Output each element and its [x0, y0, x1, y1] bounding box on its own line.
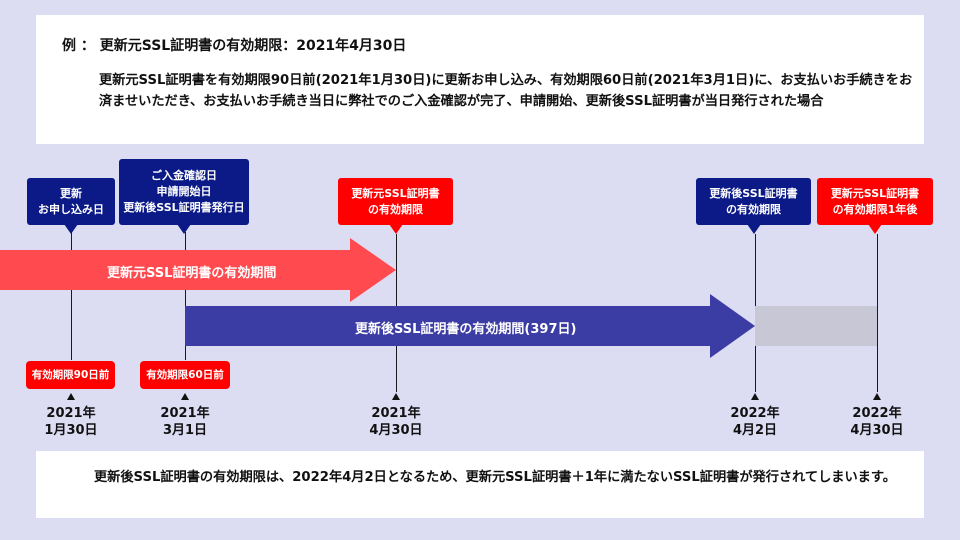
- example-panel: 例 ： 更新元SSL証明書の有効期限：2021年4月30日 更新元SSL証明書を…: [36, 15, 924, 144]
- new-cert-period-arrow: [185, 294, 755, 358]
- new-expiry-callout-line2: の有効期限: [726, 202, 781, 216]
- payment-confirm-callout-line2: 申請開始日: [156, 185, 212, 198]
- old-expiry-plus-one-callout-line2: の有効期限1年後: [832, 202, 918, 216]
- marker-jan30: [67, 393, 75, 400]
- date-2021-04-30: 2021年 4月30日: [356, 405, 436, 439]
- apply-date-callout-line2: お申し込み日: [38, 202, 104, 216]
- old-cert-period-label: 更新元SSL証明書の有効期間: [107, 266, 277, 281]
- marker-apr30-2022: [873, 393, 881, 400]
- new-cert-period-label: 更新後SSL証明書の有効期間(397日): [355, 322, 577, 337]
- old-expiry-plus-one-callout-line1: 更新元SSL証明書: [830, 186, 920, 200]
- note-panel: 更新後SSL証明書の有効期限は、2022年4月2日となるため、更新元SSL証明書…: [36, 451, 924, 518]
- date-2021-01-30: 2021年 1月30日: [31, 405, 111, 439]
- old-expiry-callout-line1: 更新元SSL証明書: [351, 186, 440, 200]
- new-expiry-callout-line1: 更新後SSL証明書: [709, 186, 798, 200]
- date-2022-04-30-day: 4月30日: [850, 423, 904, 438]
- date-2021-03-01: 2021年 3月1日: [145, 405, 225, 439]
- apply-date-callout: 更新 お申し込み日: [27, 178, 115, 234]
- marker-apr30-2021: [392, 393, 400, 400]
- marker-mar1: [181, 393, 189, 400]
- date-2021-04-30-year: 2021年: [371, 406, 421, 421]
- date-2022-04-02-year: 2022年: [730, 406, 780, 421]
- date-2021-04-30-day: 4月30日: [369, 423, 423, 438]
- date-2021-03-01-day: 3月1日: [162, 423, 208, 438]
- days-60-before-pill: 有効期限60日前: [140, 361, 230, 389]
- timeline-line-jan30: [71, 232, 72, 360]
- date-2022-04-02: 2022年 4月2日: [715, 405, 795, 439]
- date-2021-01-30-year: 2021年: [46, 406, 96, 421]
- payment-confirm-callout: ご入金確認日 申請開始日 更新後SSL証明書発行日: [119, 159, 249, 234]
- date-2022-04-30: 2022年 4月30日: [837, 405, 917, 439]
- date-2021-03-01-year: 2021年: [160, 406, 210, 421]
- example-description: 更新元SSL証明書を有効期限90日前(2021年1月30日)に更新お申し込み、有…: [99, 73, 913, 109]
- example-heading: 例 ： 更新元SSL証明書の有効期限：2021年4月30日: [62, 38, 407, 54]
- date-2021-01-30-day: 1月30日: [44, 423, 98, 438]
- date-2022-04-02-day: 4月2日: [732, 423, 778, 438]
- marker-apr2-2022: [751, 393, 759, 400]
- date-2022-04-30-year: 2022年: [852, 406, 902, 421]
- note-text: 更新後SSL証明書の有効期限は、2022年4月2日となるため、更新元SSL証明書…: [94, 470, 896, 485]
- timeline-line-apr30-2022: [877, 234, 878, 392]
- days-90-before-pill: 有効期限90日前: [26, 361, 115, 389]
- payment-confirm-callout-line1: ご入金確認日: [151, 169, 217, 182]
- new-expiry-callout: 更新後SSL証明書 の有効期限: [696, 178, 811, 234]
- old-expiry-plus-one-callout: 更新元SSL証明書 の有効期限1年後: [817, 178, 933, 234]
- old-cert-period-arrow: [0, 238, 396, 302]
- old-expiry-callout: 更新元SSL証明書 の有効期限: [338, 178, 453, 234]
- timeline-line-mar1: [185, 232, 186, 360]
- apply-date-callout-line1: 更新: [60, 186, 82, 200]
- one-year-gap-band: [755, 306, 877, 346]
- payment-confirm-callout-line3: 更新後SSL証明書発行日: [123, 201, 245, 214]
- old-expiry-callout-line2: の有効期限: [368, 202, 423, 216]
